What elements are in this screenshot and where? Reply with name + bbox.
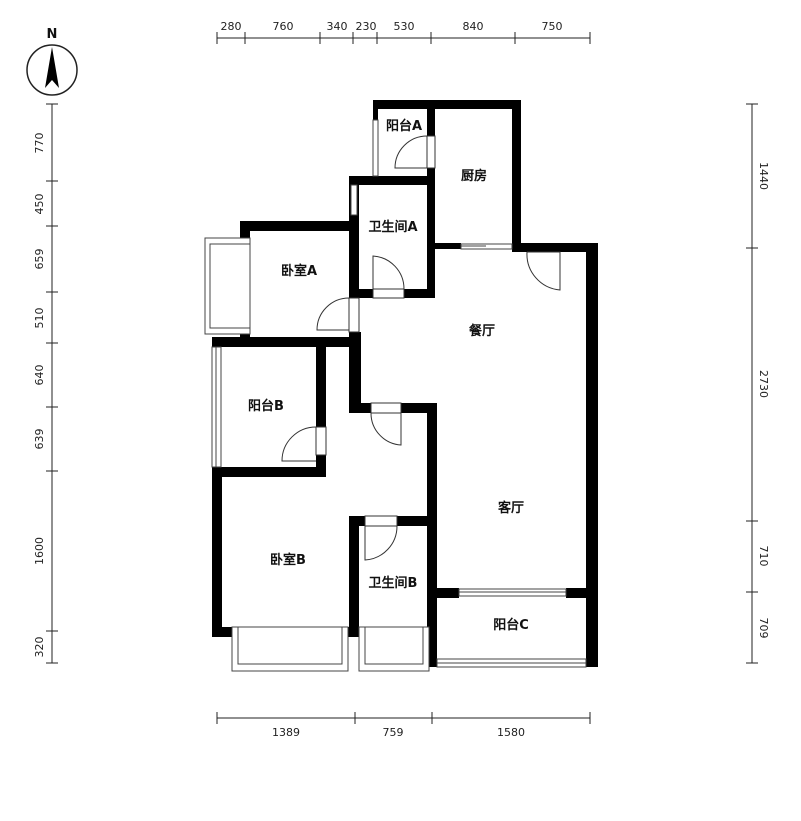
door-bathroom-b[interactable] [364,515,398,527]
dim-top-2: 760 [273,20,294,33]
dim-left-5: 640 [33,365,46,386]
dim-left-7: 1600 [33,537,46,565]
bottom-dimensions: 1389 759 1580 [216,712,591,739]
dim-right-4: 709 [757,618,770,639]
door-balcony-a[interactable] [426,135,436,169]
dim-top-7: 750 [542,20,563,33]
door-balcony-b[interactable] [315,426,327,456]
dim-top-1: 280 [221,20,242,33]
window-rails [204,119,587,672]
room-label-balcony-c: 阳台C [493,617,529,633]
dim-top-5: 530 [394,20,415,33]
dim-bottom-2: 759 [383,726,404,739]
dim-left-1: 770 [33,133,46,154]
dim-right-3: 710 [757,546,770,567]
right-dimensions: 1440 2730 710 709 [746,103,770,664]
compass: N [26,27,78,96]
dim-left-8: 320 [33,637,46,658]
door-entrance[interactable] [526,251,561,291]
door-bedroom-b[interactable] [370,402,402,414]
dim-right-1: 1440 [757,162,770,190]
dim-top-3: 340 [327,20,348,33]
dim-left-2: 450 [33,194,46,215]
room-label-balcony-b: 阳台B [248,398,284,414]
room-label-bedroom-a: 卧室A [281,263,317,279]
room-label-bathroom-b: 卫生间B [369,575,418,591]
room-label-living: 客厅 [498,500,524,516]
north-arrow-icon [45,47,59,88]
door-bedroom-a[interactable] [348,297,360,333]
left-dimensions: 770 450 659 510 640 639 1600 320 [33,103,58,664]
room-labels: 阳台A 厨房 卫生间A 卧室A 餐厅 阳台B 客厅 卧室B 卫生间B 阳台C [248,118,529,633]
room-label-bathroom-a: 卫生间A [368,219,417,235]
dim-right-2: 2730 [757,370,770,398]
room-label-balcony-a: 阳台A [386,118,422,134]
doors [281,135,561,561]
dim-left-6: 639 [33,429,46,450]
dim-bottom-1: 1389 [272,726,300,739]
top-dimensions: 280 760 340 230 530 840 750 [216,20,591,44]
room-label-dining: 餐厅 [468,323,495,339]
dim-top-6: 840 [463,20,484,33]
door-bathroom-a[interactable] [372,288,405,299]
dim-bottom-3: 1580 [497,726,525,739]
dim-left-4: 510 [33,308,46,329]
dim-top-4: 230 [356,20,377,33]
dim-left-3: 659 [33,249,46,270]
compass-label: N [47,27,58,42]
room-label-kitchen: 厨房 [461,168,487,184]
room-label-bedroom-b: 卧室B [270,552,306,568]
